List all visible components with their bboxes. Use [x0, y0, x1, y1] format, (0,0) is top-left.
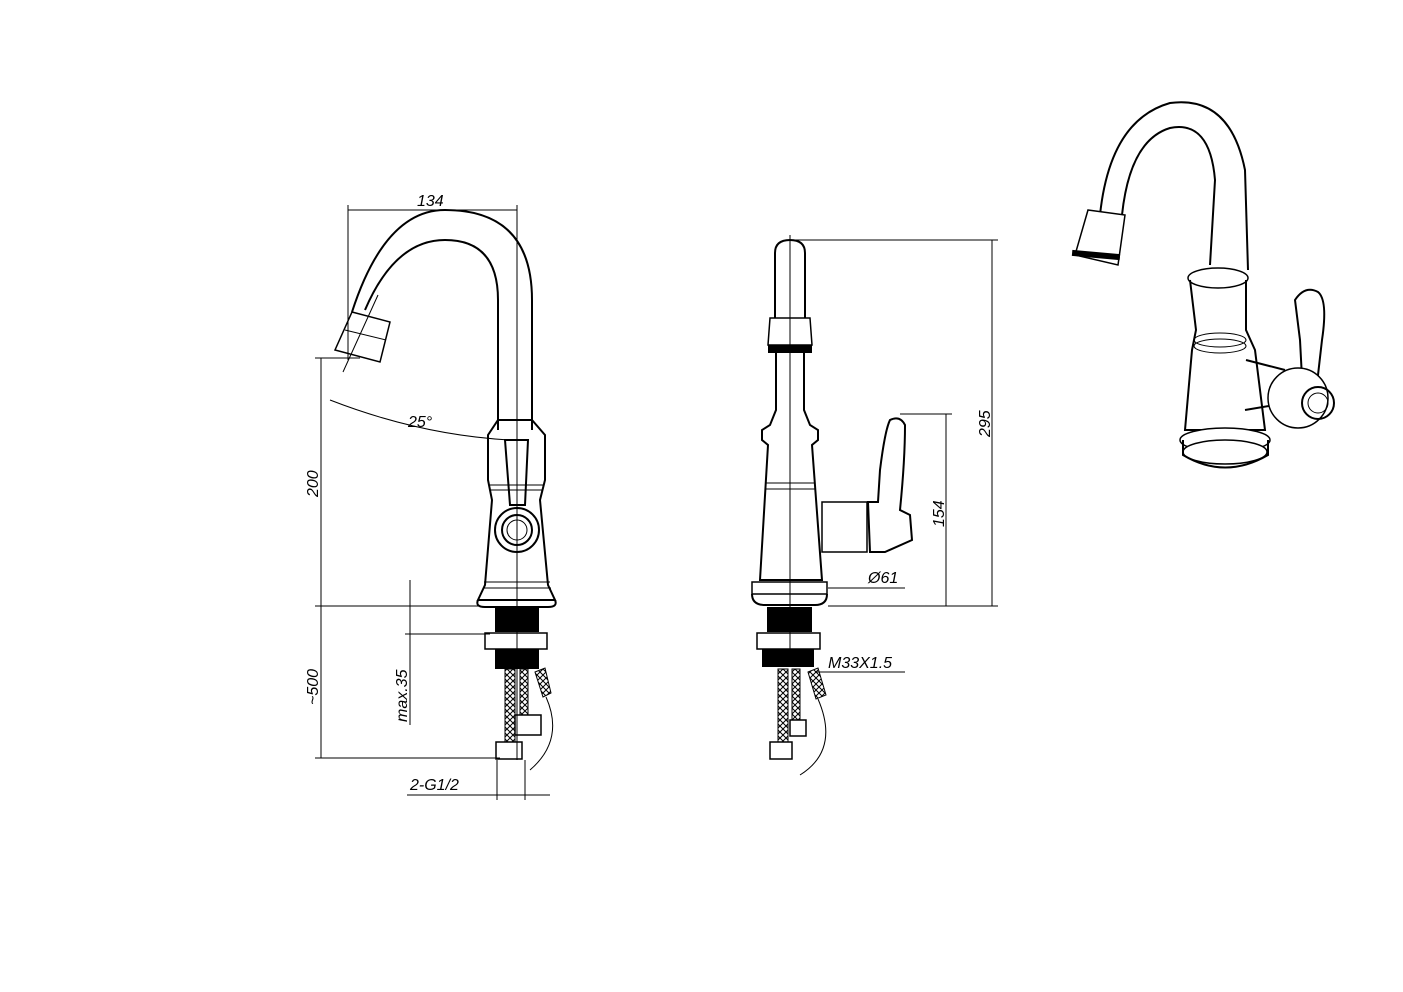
hose: [504, 668, 516, 750]
lever-handle: [1293, 288, 1326, 380]
lock-nut: [756, 632, 821, 650]
dim-max-thickness: max.35: [394, 669, 411, 722]
isometric-view: [1071, 101, 1335, 469]
front-view: 134 25° 200 ~500 max.35 2-G1/2: [305, 193, 557, 800]
dim-spout-height: 200: [305, 470, 322, 498]
lever-handle: [866, 417, 914, 553]
hose: [777, 668, 789, 750]
spout: [1099, 101, 1249, 271]
handle-hub: [821, 501, 868, 553]
handle-hub: [1267, 367, 1329, 429]
side-view: 295 154 Ø61 M33X1.5: [751, 235, 998, 776]
lock-nut: [484, 632, 548, 650]
dim-spout-reach: 134: [417, 193, 444, 210]
dim-handle-height: 154: [931, 500, 948, 527]
spout: [364, 238, 499, 430]
dim-hose-length: ~500: [305, 669, 322, 705]
dim-total-height: 295: [977, 410, 994, 438]
dim-base-diameter: Ø61: [867, 570, 898, 587]
body: [1183, 279, 1267, 431]
dim-connection: 2-G1/2: [409, 777, 459, 794]
lever-handle: [503, 439, 530, 506]
dim-thread: M33X1.5: [828, 655, 892, 672]
aerator: [333, 311, 391, 363]
dim-swivel-angle: 25°: [407, 414, 433, 431]
